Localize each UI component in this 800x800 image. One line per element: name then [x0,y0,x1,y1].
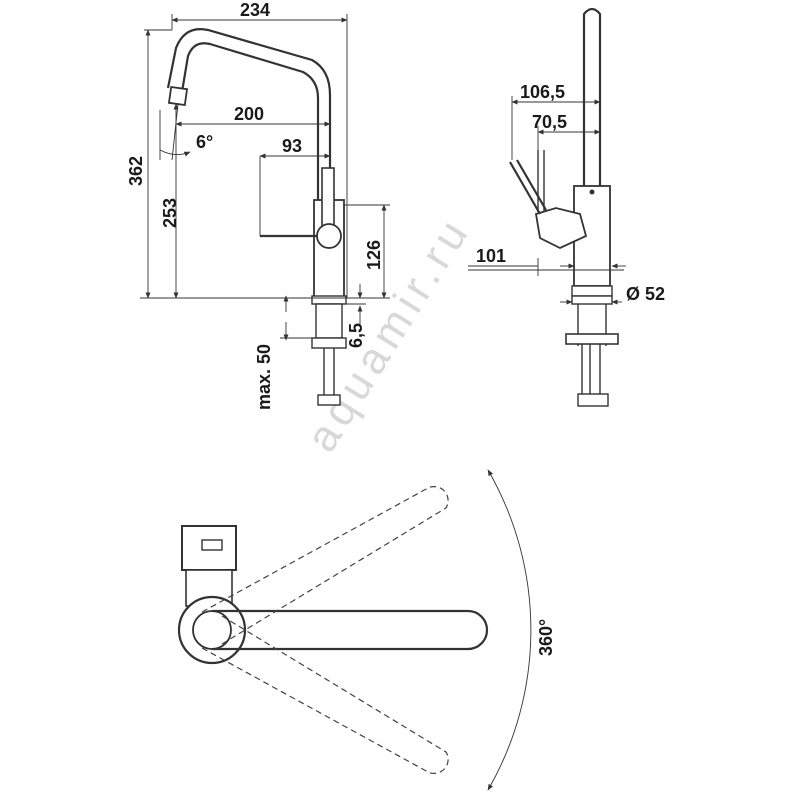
side-view: 106,5 70,5 101 Ø 52 [468,7,665,407]
spout-outer [166,28,332,298]
spout-inner [180,42,320,298]
dim-360: 360° [536,619,556,656]
dim-253: 253 [160,198,180,228]
dim-234: 234 [240,0,270,20]
top-spout-solid [212,609,489,651]
dim-106-5: 106,5 [520,82,565,102]
dim-200: 200 [234,104,264,124]
shank [315,303,343,339]
dim-93: 93 [282,136,302,156]
dim-max-50: max. 50 [254,344,274,410]
dim-70-5: 70,5 [532,112,567,132]
side-spout [582,7,602,190]
top-view: 360° [177,469,556,791]
dim-126: 126 [364,240,384,270]
front-view: 234 200 6° 93 362 253 126 6,5 max. [126,0,390,410]
top-spout-dashed-up [201,485,449,645]
side-handle [534,207,588,249]
dim-angle-6: 6° [196,132,213,152]
rotation-arc [487,469,532,791]
handle-hub [316,223,342,249]
dim-diameter-52: Ø 52 [626,284,665,304]
top-spout-dashed-down [201,615,449,775]
dim-6-5: 6,5 [346,323,366,348]
dim-101: 101 [476,246,506,266]
aerator [167,85,189,107]
dim-362: 362 [126,156,146,186]
